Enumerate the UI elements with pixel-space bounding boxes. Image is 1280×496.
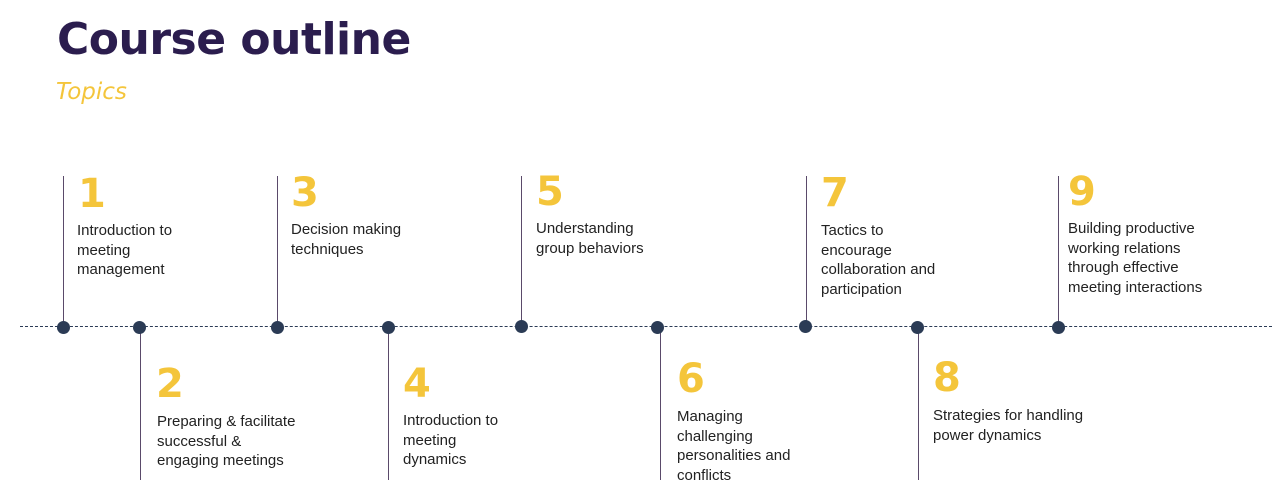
topic-number: 2 [156, 361, 184, 407]
topic-number: 3 [291, 170, 319, 216]
timeline-dot [382, 321, 395, 334]
timeline-dot [911, 321, 924, 334]
topic-label: Tactics to encourage collaboration and p… [821, 222, 936, 298]
connector-line [140, 327, 141, 480]
timeline-dot [515, 320, 528, 333]
timeline-dot [133, 321, 146, 334]
connector-line [521, 176, 522, 326]
connector-line [806, 176, 807, 326]
timeline-dot [271, 321, 284, 334]
topic-number: 6 [677, 356, 705, 402]
timeline-dot [651, 321, 664, 334]
topic-number: 8 [933, 355, 961, 401]
connector-line [388, 327, 389, 480]
timeline-dot [1052, 321, 1065, 334]
page-title: Course outline [57, 14, 411, 65]
topic-label: Introduction to meeting dynamics [403, 412, 499, 468]
page-subtitle: Topics [56, 79, 127, 105]
topic-label: Strategies for handling power dynamics [933, 407, 1084, 444]
topic-label: Preparing & facilitate successful & enga… [157, 413, 296, 469]
topic-number: 7 [821, 170, 849, 216]
timeline-dot [57, 321, 70, 334]
topic-label: Decision making techniques [291, 221, 402, 258]
mindshift-logo: mindshift [1232, 4, 1280, 236]
timeline-axis [20, 326, 1272, 327]
topic-label: Introduction to meeting management [77, 222, 173, 278]
connector-line [660, 327, 661, 480]
connector-line [918, 327, 919, 480]
topic-number: 9 [1068, 169, 1096, 215]
topic-label: Understanding group behaviors [536, 220, 644, 257]
connector-line [277, 176, 278, 326]
topic-label: Managing challenging personalities and c… [677, 408, 791, 484]
topic-number: 1 [78, 171, 106, 217]
topic-number: 5 [536, 169, 564, 215]
timeline-dot [799, 320, 812, 333]
topic-label: Building productive working relations th… [1068, 220, 1203, 296]
connector-line [1058, 176, 1059, 326]
topic-number: 4 [403, 361, 431, 407]
connector-line [63, 176, 64, 326]
